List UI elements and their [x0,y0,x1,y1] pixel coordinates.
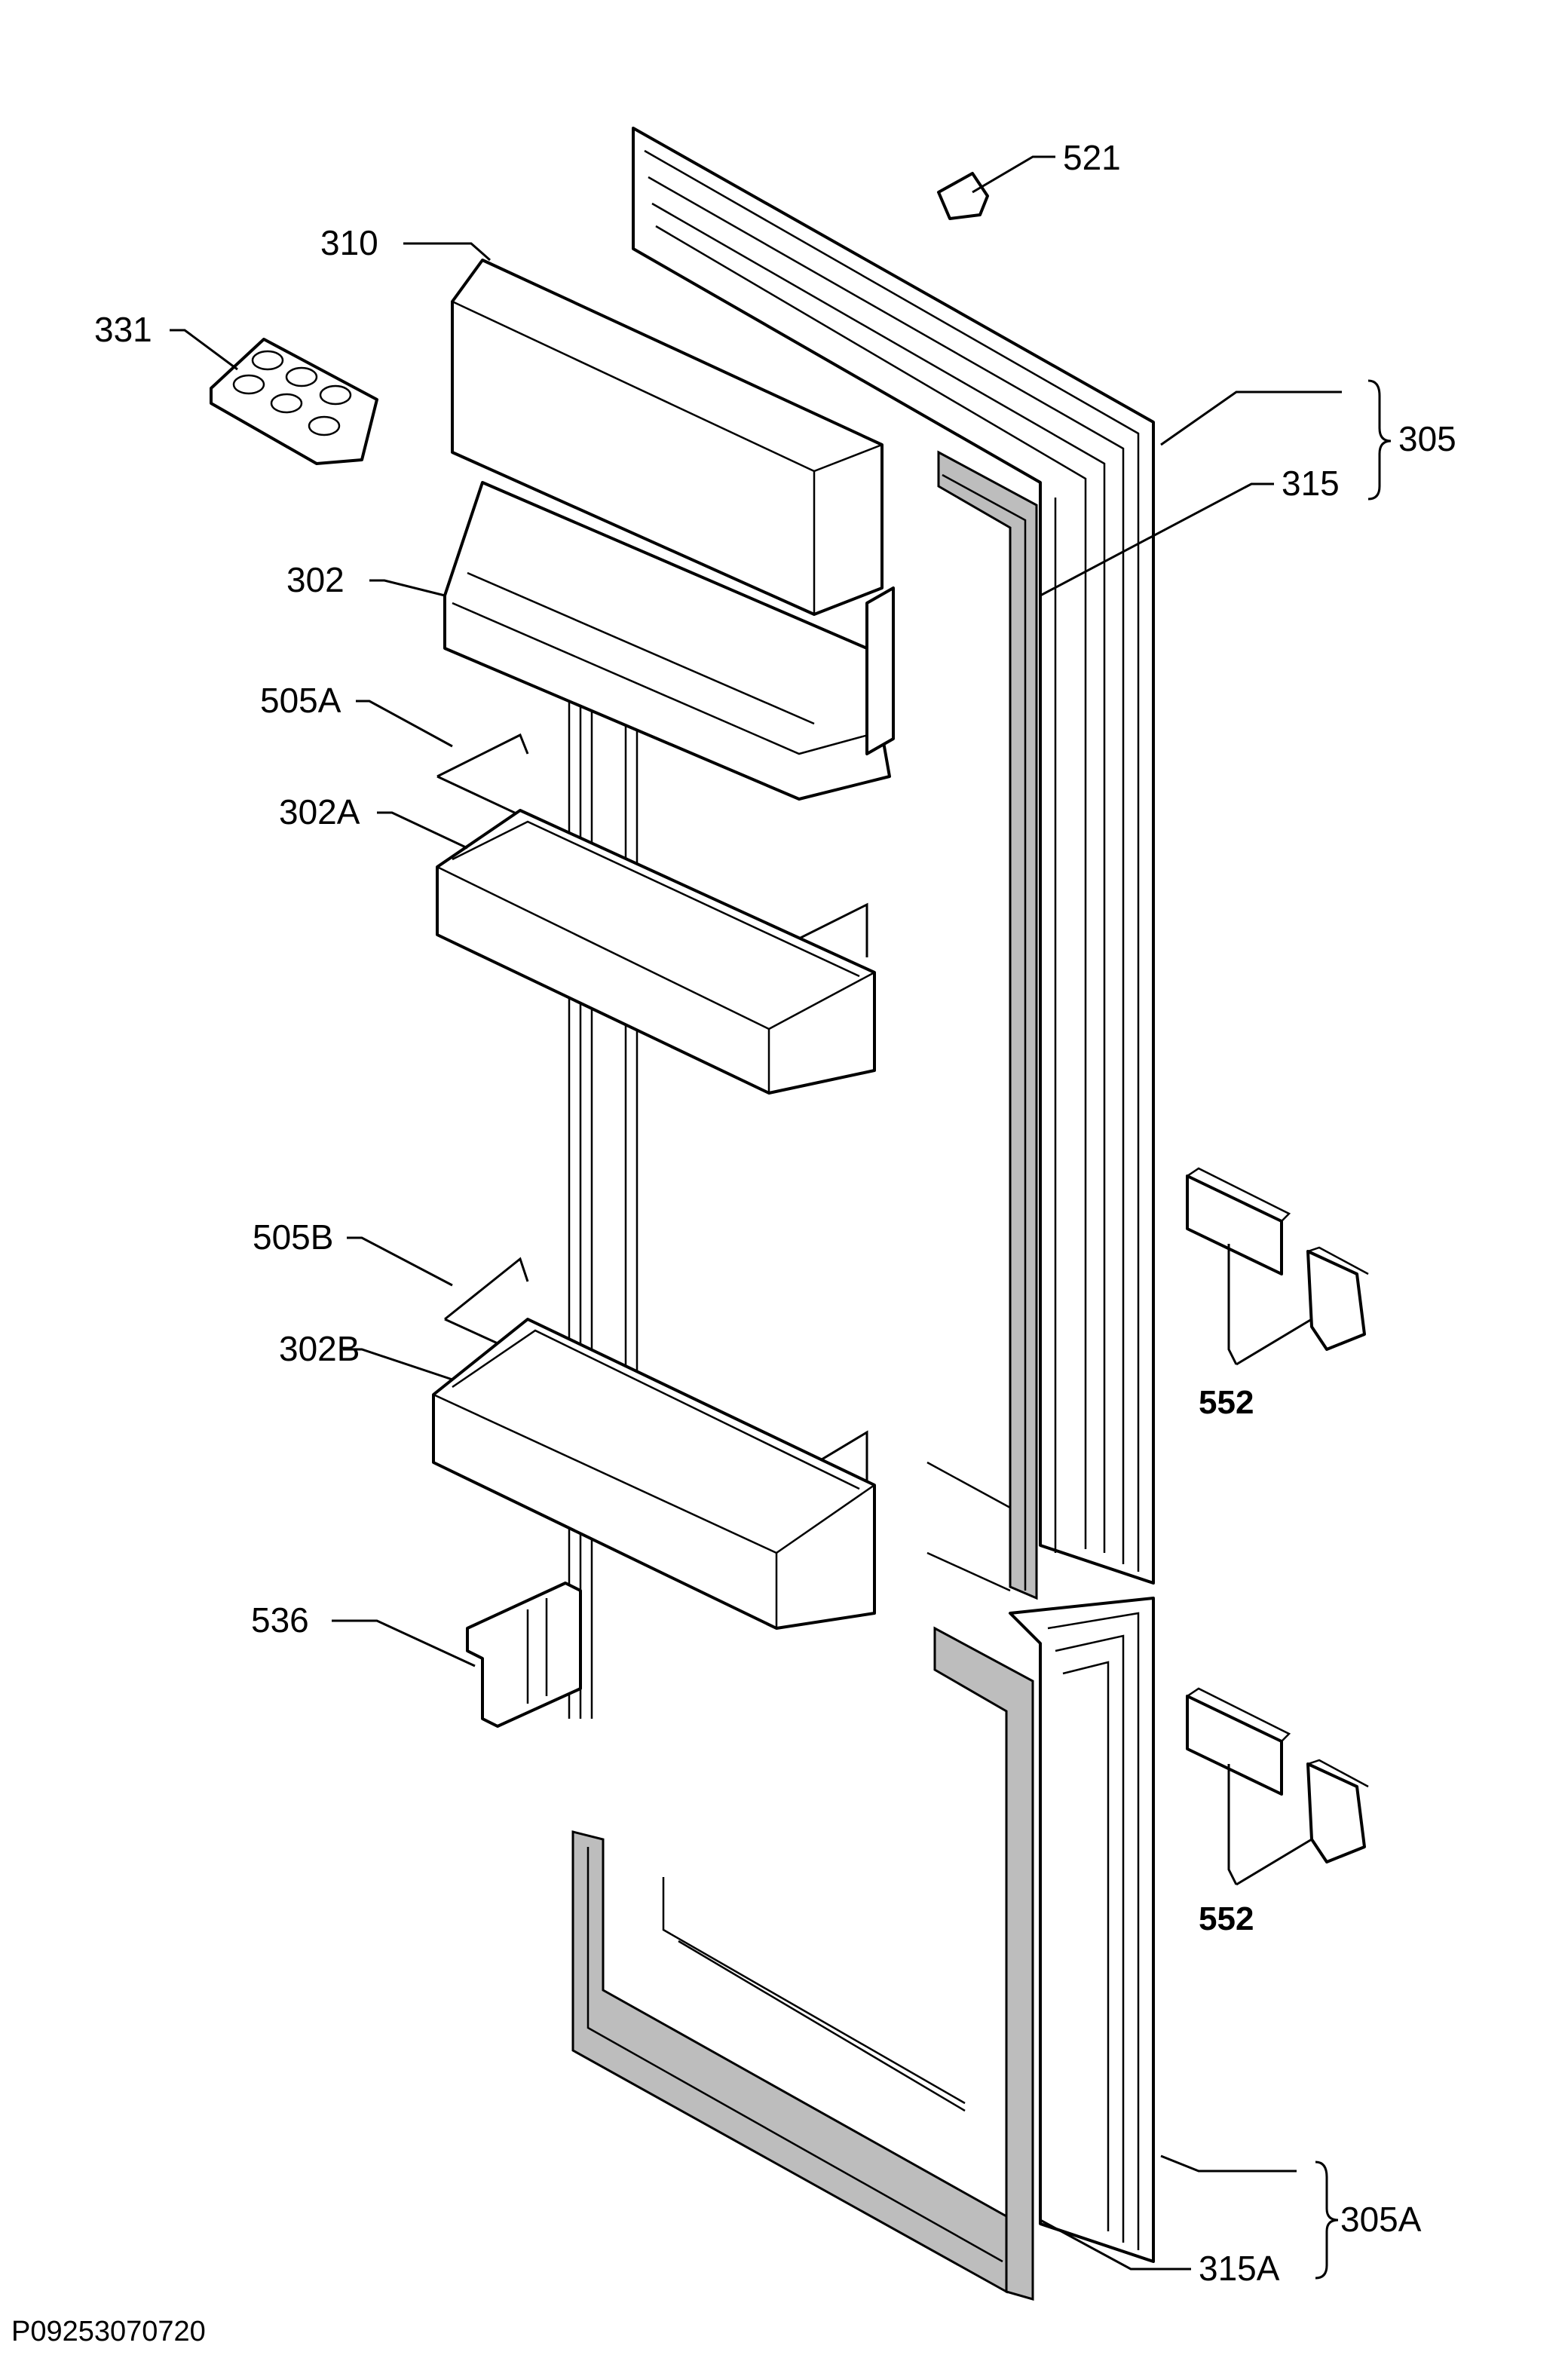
drawing-code: P09253070720 [11,2316,206,2347]
label-302b: 302B [279,1329,360,1368]
part-302-dairy-shelf [443,481,895,801]
part-310-dairy-cover [451,259,884,616]
label-536: 536 [251,1600,309,1640]
part-552-hinge-lower [1186,1687,1369,1863]
label-505b: 505B [253,1217,333,1257]
part-552-hinge-upper [1186,1167,1369,1351]
part-521-cap [937,172,989,220]
part-536-bracket [466,1582,582,1728]
brace-305 [1367,379,1392,501]
label-315a: 315A [1199,2249,1280,2288]
label-521: 521 [1063,138,1121,177]
part-302a-door-shelf [436,809,876,1095]
label-305a: 305A [1340,2200,1422,2239]
door-gasket-upper [926,450,1038,1600]
door-frame-lower [1009,1597,1155,2263]
leader-lines [170,155,1342,2271]
label-552-upper: 552 [1199,1384,1254,1421]
label-302: 302 [286,560,345,599]
part-331-egg-tray [210,338,378,465]
label-302a: 302A [279,792,360,831]
label-505a: 505A [260,681,341,720]
label-315: 315 [1282,464,1340,503]
door-gasket-lower [571,1626,1034,2301]
brace-305a [1315,2160,1339,2280]
part-302b-door-shelf [432,1318,876,1630]
label-552-lower: 552 [1199,1900,1254,1937]
door-frame-upper [632,127,1155,1585]
part-labels: 521 310 331 305 315 302 505A 302A 505B 3… [11,138,1456,2347]
label-331: 331 [94,310,152,349]
label-310: 310 [320,223,378,262]
label-305: 305 [1398,419,1456,458]
